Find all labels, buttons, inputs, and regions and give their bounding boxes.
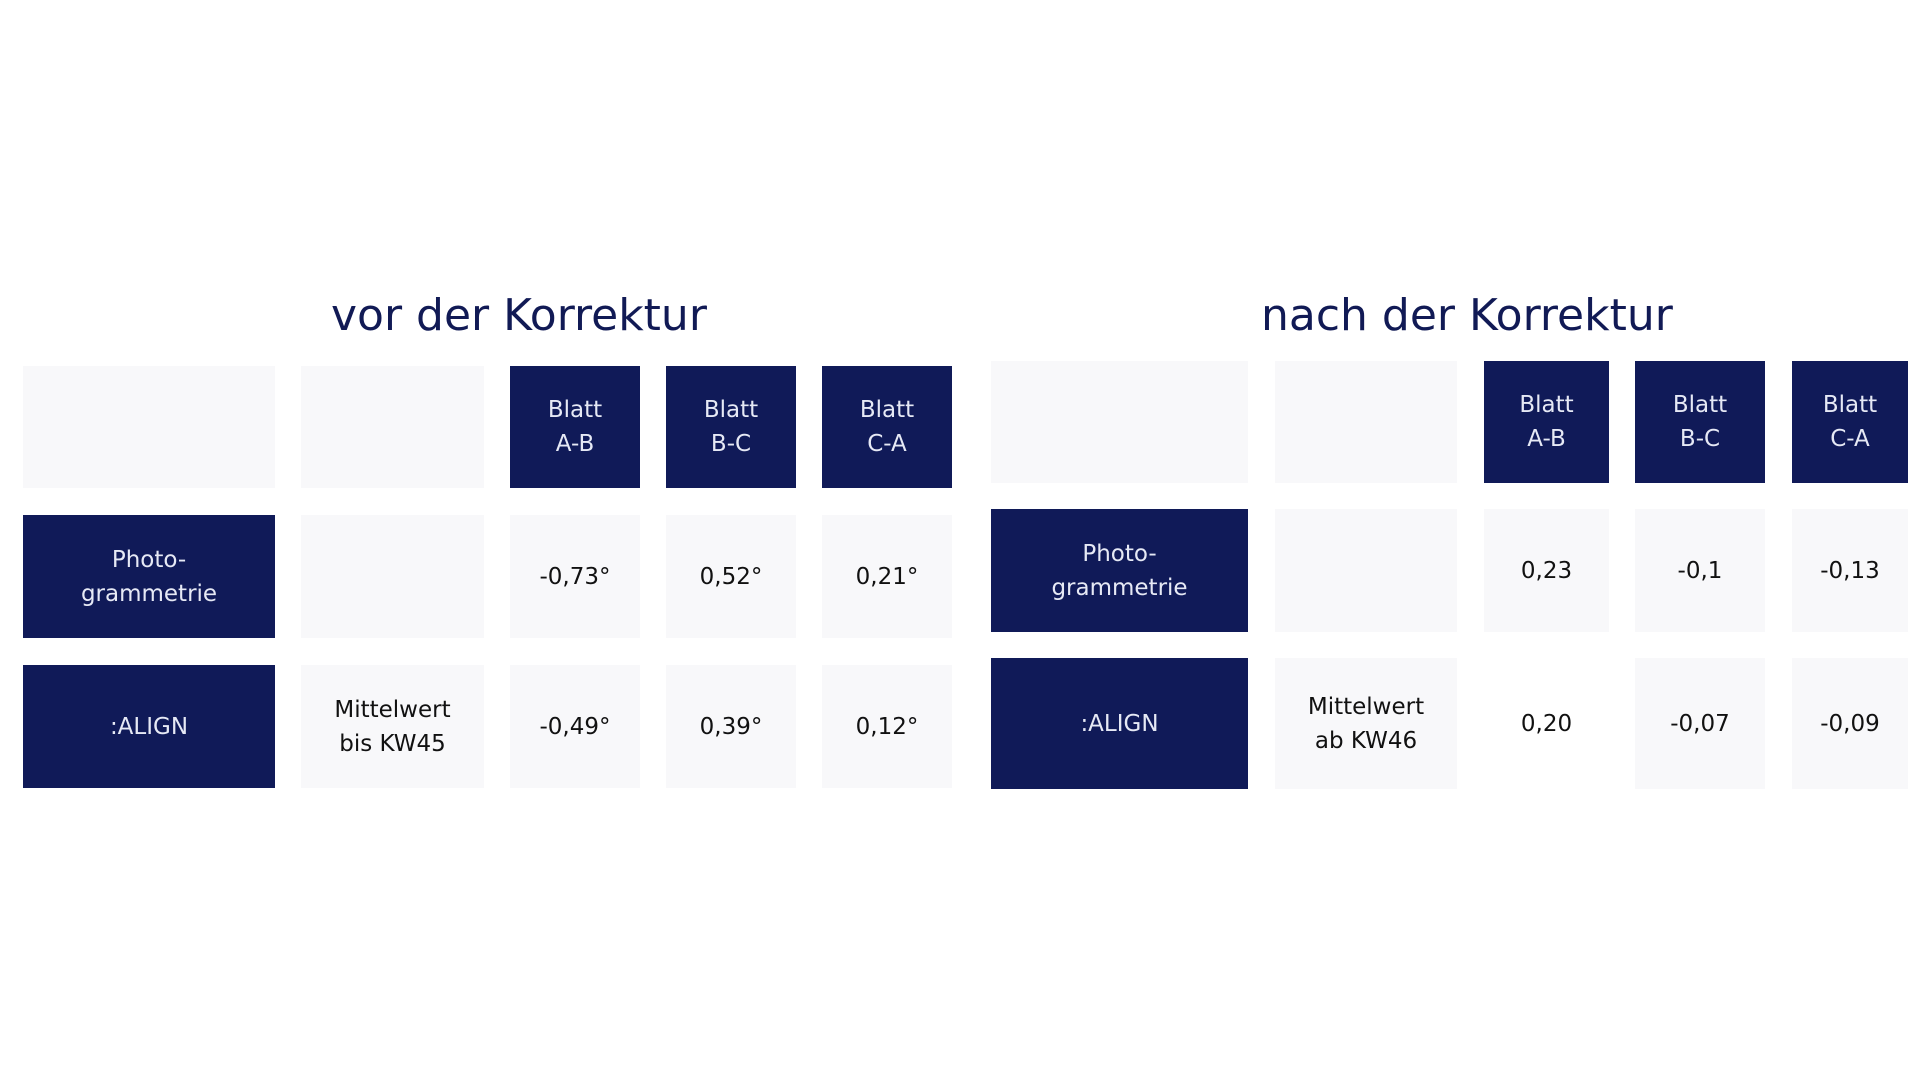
after-value-photogrammetrie-bc: -0,1	[1635, 509, 1765, 632]
after-empty-note-header-cell	[1275, 361, 1457, 483]
after-row-note-align: Mittelwert ab KW46	[1275, 658, 1457, 789]
after-value-photogrammetrie-ab: 0,23	[1484, 509, 1609, 632]
after-value-align-ca: -0,09	[1792, 658, 1908, 789]
before-header-blatt-ab: Blatt A-B	[510, 366, 640, 488]
after-header-blatt-ca: Blatt C-A	[1792, 361, 1908, 483]
after-row-label-photogrammetrie: Photo- grammetrie	[991, 509, 1248, 632]
before-value-photogrammetrie-ab: -0,73°	[510, 515, 640, 638]
after-header-blatt-bc: Blatt B-C	[1635, 361, 1765, 483]
before-value-photogrammetrie-ca: 0,21°	[822, 515, 952, 638]
after-row-note-photogrammetrie	[1275, 509, 1457, 632]
before-value-align-bc: 0,39°	[666, 665, 796, 788]
before-value-photogrammetrie-bc: 0,52°	[666, 515, 796, 638]
before-correction-title: vor der Korrektur	[331, 290, 707, 341]
before-value-align-ca: 0,12°	[822, 665, 952, 788]
before-value-align-ab: -0,49°	[510, 665, 640, 788]
before-header-blatt-ca: Blatt C-A	[822, 366, 952, 488]
before-empty-note-header-cell	[301, 366, 484, 488]
after-header-blatt-ab: Blatt A-B	[1484, 361, 1609, 483]
after-value-align-bc: -0,07	[1635, 658, 1765, 789]
after-row-label-align: :ALIGN	[991, 658, 1248, 789]
before-empty-corner-cell	[23, 366, 275, 488]
after-value-photogrammetrie-ca: -0,13	[1792, 509, 1908, 632]
before-row-label-align: :ALIGN	[23, 665, 275, 788]
after-correction-title: nach der Korrektur	[1261, 290, 1673, 341]
after-empty-corner-cell	[991, 361, 1248, 483]
before-row-note-align: Mittelwert bis KW45	[301, 665, 484, 788]
after-value-align-ab: 0,20	[1484, 658, 1609, 789]
before-row-note-photogrammetrie	[301, 515, 484, 638]
before-row-label-photogrammetrie: Photo- grammetrie	[23, 515, 275, 638]
before-header-blatt-bc: Blatt B-C	[666, 366, 796, 488]
